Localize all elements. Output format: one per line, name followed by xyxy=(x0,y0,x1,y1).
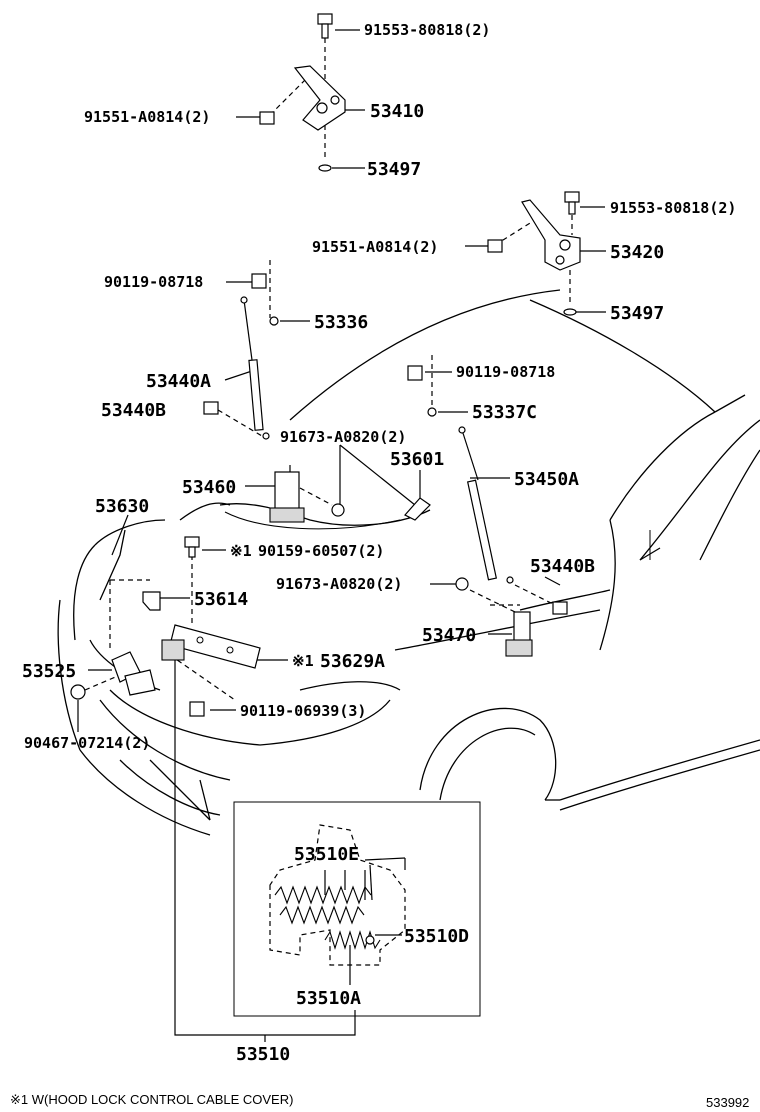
clip-icon xyxy=(427,407,437,417)
part-label: 53630 xyxy=(95,496,149,517)
part-label: 91673-A0820(2) xyxy=(280,428,406,446)
hood-lock-support xyxy=(111,651,156,696)
part-label: 91553-80818(2) xyxy=(364,21,490,39)
part-label: 53460 xyxy=(182,477,236,498)
strut-stud-right xyxy=(552,601,568,615)
part-label: 53510 xyxy=(236,1044,290,1065)
clip-icon xyxy=(455,577,469,591)
hood-seal-clip xyxy=(404,497,431,521)
part-label: 90467-07214(2) xyxy=(24,734,150,752)
footnote: ※1 W(HOOD LOCK CONTROL CABLE COVER) xyxy=(10,1092,293,1107)
car-body-outline xyxy=(57,289,760,836)
bolt-icon xyxy=(259,111,275,125)
part-label: 90119-08718 xyxy=(104,273,203,291)
bolt-icon xyxy=(189,701,205,717)
part-label: 90119-08718 xyxy=(456,363,555,381)
part-label: 53601 xyxy=(390,449,444,470)
part-label: 53420 xyxy=(610,242,664,263)
part-label: 53510E xyxy=(294,844,359,865)
part-number-labels: 91553-80818(2) 91551-A0814(2) 53410 5349… xyxy=(22,21,736,1065)
hood-strut-bracket xyxy=(505,611,533,657)
diagram-ref-code: 533992 xyxy=(706,1095,749,1110)
part-label: 53337C xyxy=(472,402,537,423)
hood-support-holder xyxy=(269,465,305,523)
part-label: 53440B xyxy=(101,400,166,421)
part-label: 90119-06939(3) xyxy=(240,702,366,720)
hood-bumper xyxy=(142,591,161,611)
part-label: 53629A xyxy=(320,651,385,672)
bolt-icon xyxy=(184,536,200,558)
part-label: 53470 xyxy=(422,625,476,646)
part-label: 53336 xyxy=(314,312,368,333)
leader-lines xyxy=(77,29,606,1042)
washer-icon xyxy=(563,308,577,316)
bolt-icon xyxy=(407,365,423,381)
hood-hinge-left xyxy=(293,65,346,131)
bolt-icon xyxy=(251,273,267,289)
part-label: 53440B xyxy=(530,556,595,577)
hood-strut-left xyxy=(240,296,270,440)
hood-strut-right xyxy=(458,426,514,584)
bolt-icon xyxy=(487,239,503,253)
part-label: 91551-A0814(2) xyxy=(84,108,210,126)
hood-lock-cable-cover xyxy=(169,624,261,669)
part-shapes xyxy=(70,13,581,717)
bolt-icon xyxy=(317,13,333,39)
part-label: 53525 xyxy=(22,661,76,682)
part-label: 53450A xyxy=(514,469,579,490)
part-label: 91551-A0814(2) xyxy=(312,238,438,256)
part-label: 53510D xyxy=(404,926,469,947)
part-label: 53510A xyxy=(296,988,361,1009)
marker-label: ※1 xyxy=(292,652,314,670)
marker-label: ※1 xyxy=(230,542,252,560)
part-label: 53440A xyxy=(146,371,211,392)
strut-stud-left xyxy=(203,401,219,415)
hood-hinge-right xyxy=(521,199,581,271)
part-label: 53410 xyxy=(370,101,424,122)
clip-icon xyxy=(331,503,345,517)
part-label: 53497 xyxy=(367,159,421,180)
hood-lock-detail-inset xyxy=(233,801,481,1017)
bolt-icon xyxy=(564,191,580,215)
part-label: 53614 xyxy=(194,589,248,610)
part-label: 91553-80818(2) xyxy=(610,199,736,217)
part-label: 90159-60507(2) xyxy=(258,542,384,560)
part-label: 91673-A0820(2) xyxy=(276,575,402,593)
part-label: 53497 xyxy=(610,303,664,324)
hood-lock-small xyxy=(161,639,185,661)
clip-icon xyxy=(269,316,279,326)
washer-icon xyxy=(318,164,332,172)
clip-icon xyxy=(70,684,86,700)
